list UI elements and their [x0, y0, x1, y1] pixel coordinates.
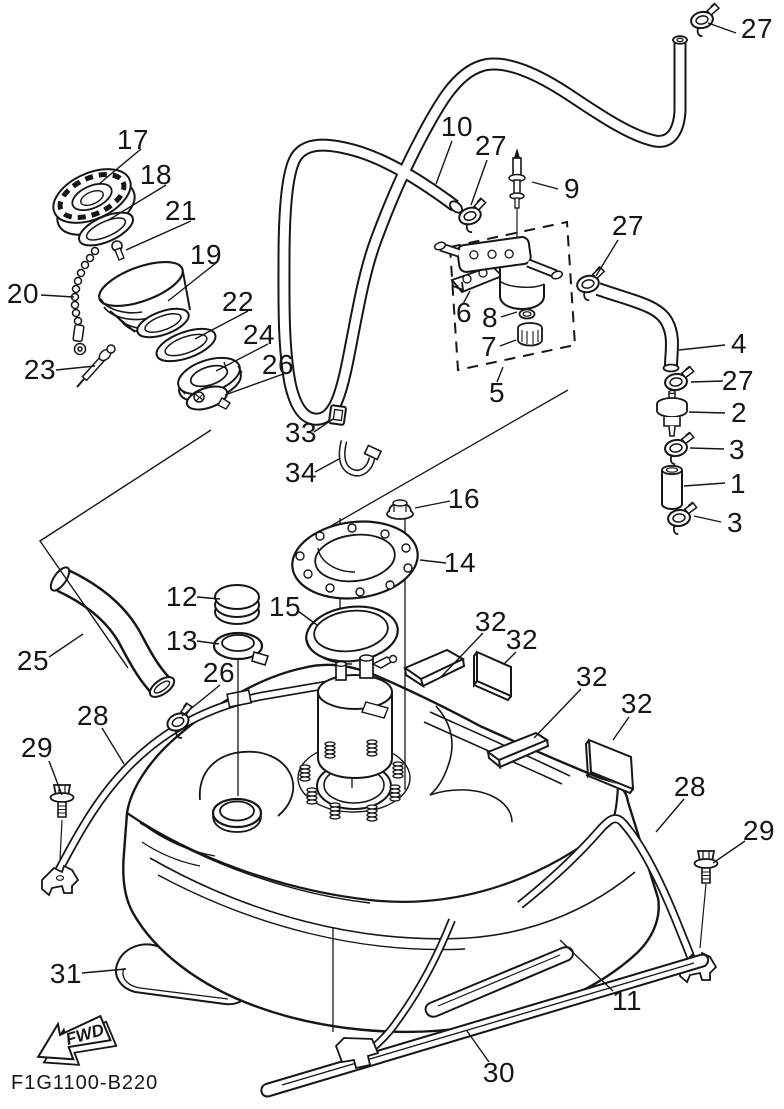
cap-chain [70, 246, 100, 356]
callout-3-lower: 3 [726, 507, 744, 538]
gasket-15 [305, 605, 399, 665]
strap-28-right [517, 814, 696, 960]
callout-27-hose-left: 27 [474, 130, 508, 161]
callout-28-right: 28 [673, 771, 707, 802]
filler-cap-assembly [39, 168, 243, 669]
callout-25: 25 [16, 645, 50, 676]
callout-16: 16 [447, 483, 481, 514]
callout-7: 7 [480, 331, 498, 362]
callout-13: 13 [165, 625, 199, 656]
bolt-29-right [693, 850, 719, 949]
callout-33: 33 [284, 417, 318, 448]
callout-31: 31 [49, 958, 83, 989]
callout-24: 24 [242, 319, 276, 350]
hose-25 [49, 566, 176, 698]
callout-21: 21 [164, 195, 198, 226]
hose-4 [595, 282, 680, 373]
callout-23: 23 [23, 354, 57, 385]
callout-20: 20 [6, 278, 40, 309]
callout-32-c: 32 [575, 661, 609, 692]
callout-11: 11 [611, 985, 643, 1016]
callout-9: 9 [563, 173, 581, 204]
callout-29-right: 29 [742, 815, 776, 846]
callout-28-left: 28 [76, 700, 110, 731]
sender-stack [237, 389, 569, 1032]
callout-14: 14 [443, 547, 477, 578]
fwd-arrow: FWD [36, 1014, 118, 1066]
callout-27-filter-right: 27 [611, 210, 645, 241]
callout-22: 22 [221, 286, 255, 317]
flange-14 [291, 520, 419, 600]
callout-26-strap: 26 [202, 657, 236, 688]
callout-32-b: 32 [505, 624, 539, 655]
callout-5: 5 [488, 377, 506, 408]
clamp-27-hose [454, 195, 495, 236]
callout-27-valve: 27 [721, 365, 755, 396]
callout-3-upper: 3 [728, 434, 746, 465]
fuel-filter-assembly [433, 148, 577, 372]
callout-30: 30 [482, 1057, 516, 1088]
callout-29-left: 29 [20, 732, 54, 763]
callout-26-cap: 26 [261, 349, 295, 380]
part-code-label: F1G1100-B220 [11, 1072, 159, 1094]
callout-19: 19 [189, 239, 223, 270]
cap-12 [214, 584, 260, 625]
bolt-29-left [49, 784, 75, 861]
callout-34: 34 [284, 457, 318, 488]
clamp-27-top [687, 1, 725, 39]
callout-18: 18 [139, 159, 173, 190]
callout-8: 8 [481, 302, 499, 333]
leader-lines [40, 22, 746, 1063]
callout-2: 2 [730, 397, 748, 428]
callout-17: 17 [116, 124, 150, 155]
callout-6: 6 [455, 297, 473, 328]
callout-10: 10 [440, 111, 474, 142]
hook-34 [338, 440, 383, 477]
callout-32-a: 32 [474, 606, 508, 637]
nut-16 [386, 499, 414, 520]
callout-15: 15 [268, 591, 302, 622]
strap-28-left [54, 679, 333, 875]
pads-32 [402, 648, 635, 795]
bracket-foot-left [41, 865, 79, 896]
strap-30 [260, 953, 710, 1098]
callout-12: 12 [165, 581, 199, 612]
callout-4: 4 [730, 328, 748, 359]
strap-30-hook-band [334, 918, 456, 1070]
clip-33 [328, 404, 347, 426]
callout-1: 1 [729, 468, 747, 499]
callout-27-top-right: 27 [740, 13, 774, 44]
check-valve-2 [656, 389, 688, 437]
lock-ring-13 [212, 631, 270, 666]
tube-1 [661, 464, 683, 511]
callout-32-d: 32 [620, 688, 654, 719]
